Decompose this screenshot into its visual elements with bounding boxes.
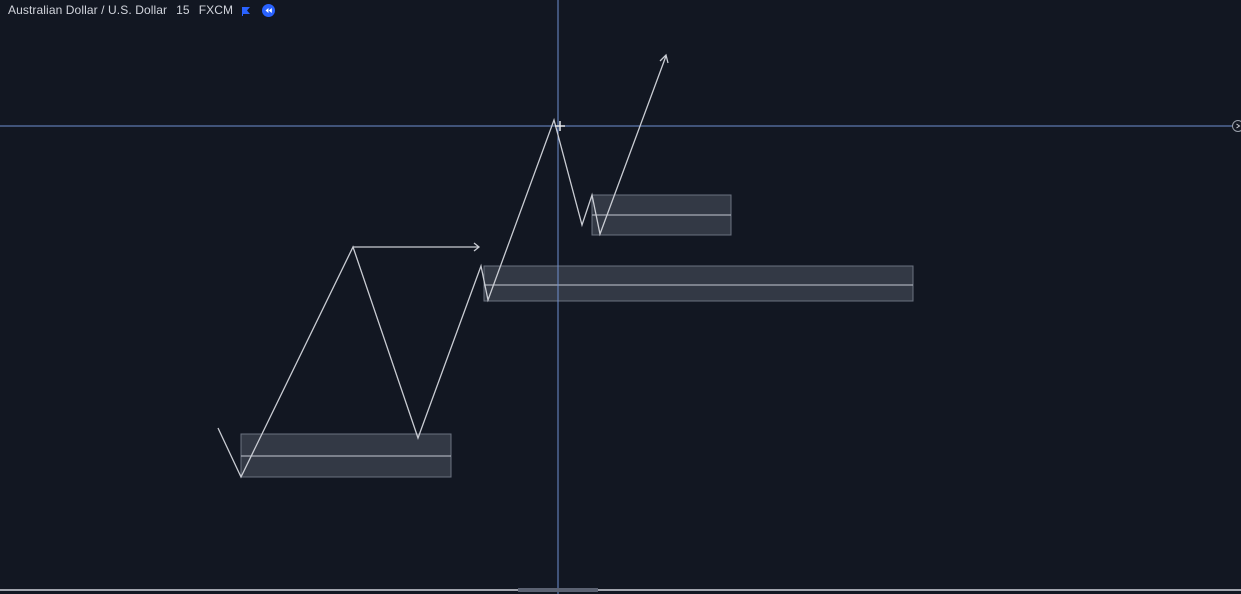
symbol-header[interactable]: Australian Dollar / U.S. Dollar 15 FXCM bbox=[8, 2, 276, 18]
zone-lower[interactable] bbox=[240, 433, 452, 478]
zone-middle[interactable] bbox=[483, 265, 914, 302]
crosshair-cursor-icon bbox=[555, 121, 565, 131]
zone-upper[interactable] bbox=[591, 194, 732, 236]
horizontal-arrow[interactable] bbox=[353, 242, 481, 252]
path-arrow-head bbox=[659, 53, 669, 64]
time-axis-border bbox=[0, 589, 1241, 591]
exchange-label: FXCM bbox=[198, 3, 234, 17]
price-axis-crosshair-handle[interactable] bbox=[1232, 120, 1241, 132]
price-path-line[interactable] bbox=[217, 55, 667, 479]
flag-icon[interactable] bbox=[241, 5, 251, 16]
symbol-name[interactable]: Australian Dollar / U.S. Dollar bbox=[8, 3, 168, 17]
interval-label[interactable]: 15 bbox=[176, 3, 190, 17]
replay-rewind-icon[interactable] bbox=[262, 3, 276, 17]
scroll-handle[interactable] bbox=[518, 588, 598, 592]
